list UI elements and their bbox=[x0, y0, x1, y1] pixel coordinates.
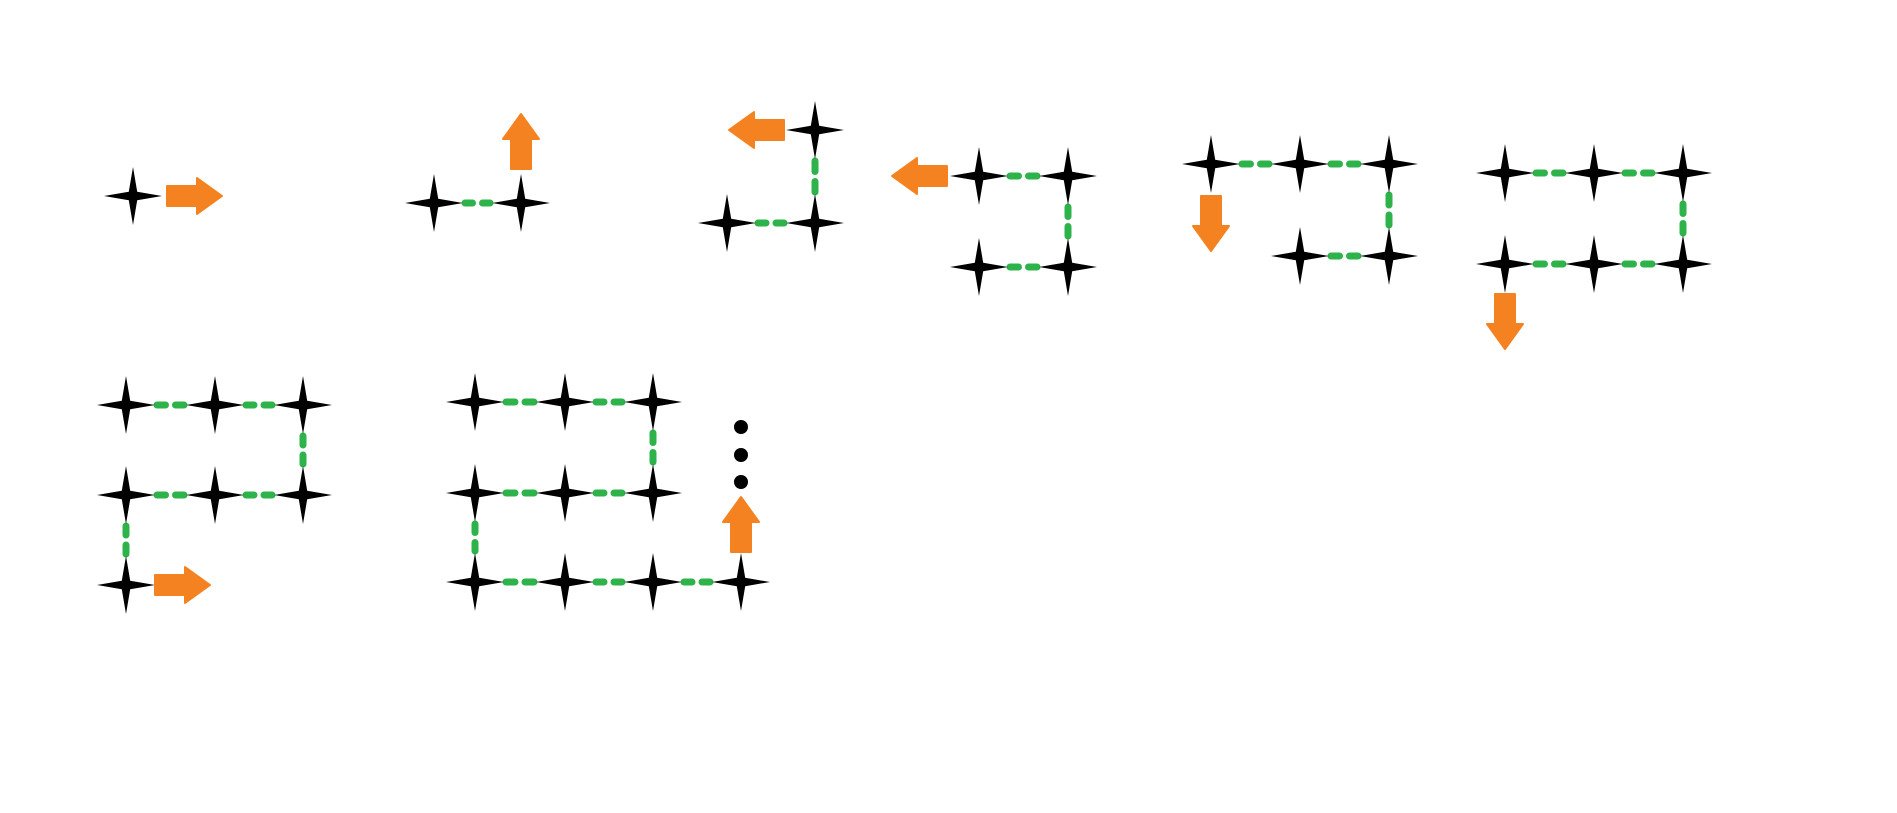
star-node bbox=[1360, 227, 1418, 285]
star-node bbox=[950, 147, 1008, 205]
ellipsis-dot bbox=[734, 475, 748, 489]
star-node bbox=[104, 167, 162, 225]
arrow-left-icon bbox=[728, 111, 785, 149]
step-5-group bbox=[1182, 135, 1418, 285]
arrow-right-icon bbox=[166, 177, 223, 215]
star-node bbox=[492, 174, 550, 232]
star-node bbox=[1182, 135, 1240, 193]
star-node bbox=[446, 464, 504, 522]
star-node bbox=[97, 556, 155, 614]
arrow-left-icon bbox=[891, 157, 948, 195]
step-4-group bbox=[891, 147, 1097, 296]
star-node bbox=[1565, 235, 1623, 293]
arrow-down-icon bbox=[1486, 293, 1524, 350]
arrow-right-icon bbox=[154, 566, 211, 604]
star-node bbox=[274, 466, 332, 524]
star-node bbox=[1654, 235, 1712, 293]
step-7-group bbox=[97, 376, 332, 614]
star-node bbox=[1476, 235, 1534, 293]
arrow-up-icon bbox=[502, 113, 540, 170]
star-node bbox=[624, 373, 682, 431]
star-node bbox=[186, 466, 244, 524]
star-node bbox=[536, 464, 594, 522]
arrow-up-icon bbox=[722, 496, 760, 553]
star-node bbox=[1476, 144, 1534, 202]
star-node bbox=[624, 553, 682, 611]
star-node bbox=[786, 101, 844, 159]
ellipsis-dot bbox=[734, 448, 748, 462]
star-node bbox=[1654, 144, 1712, 202]
star-node bbox=[446, 373, 504, 431]
star-node bbox=[446, 553, 504, 611]
star-node bbox=[536, 373, 594, 431]
step-2-group bbox=[405, 113, 550, 232]
star-node bbox=[97, 466, 155, 524]
star-node bbox=[624, 464, 682, 522]
star-node bbox=[1271, 135, 1329, 193]
star-node bbox=[950, 238, 1008, 296]
star-node bbox=[1039, 238, 1097, 296]
ellipsis-dot bbox=[734, 420, 748, 434]
star-node bbox=[97, 376, 155, 434]
star-node bbox=[1360, 135, 1418, 193]
step-8-group bbox=[446, 373, 770, 611]
star-node bbox=[536, 553, 594, 611]
star-node bbox=[712, 553, 770, 611]
star-node bbox=[1565, 144, 1623, 202]
star-node bbox=[274, 376, 332, 434]
star-node bbox=[698, 194, 756, 252]
star-node bbox=[1039, 147, 1097, 205]
step-6-group bbox=[1476, 144, 1712, 350]
star-node bbox=[1271, 227, 1329, 285]
star-node bbox=[405, 174, 463, 232]
star-node bbox=[786, 194, 844, 252]
arrow-down-icon bbox=[1192, 195, 1230, 252]
star-node bbox=[186, 376, 244, 434]
ellipsis-dots-icon bbox=[734, 420, 748, 489]
step-1-group bbox=[104, 167, 223, 225]
step-3-group bbox=[698, 101, 844, 252]
